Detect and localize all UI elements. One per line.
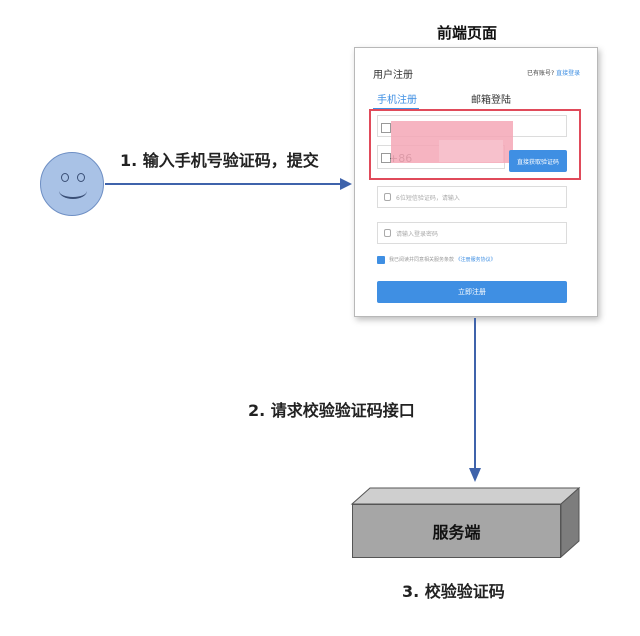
password-input[interactable]: 请输入登录密码 bbox=[377, 222, 567, 244]
login-hint: 已有账号? 直接登录 bbox=[527, 68, 580, 77]
server-box-side bbox=[560, 486, 580, 559]
agreement-text: 我已阅读并同意相关服务条款 《注册服务协议》 bbox=[389, 256, 496, 263]
redaction-mark-secondary bbox=[439, 140, 503, 162]
step-2-label: 2. 请求校验验证码接口 bbox=[248, 401, 415, 420]
frontend-title: 前端页面 bbox=[437, 24, 498, 42]
smile-mouth bbox=[59, 183, 87, 199]
register-button[interactable]: 立即注册 bbox=[377, 281, 567, 303]
login-hint-text: 已有账号? bbox=[527, 70, 555, 77]
arrow-head-down-icon bbox=[469, 468, 481, 482]
step-3-label: 3. 校验验证码 bbox=[402, 582, 505, 601]
agreement-link[interactable]: 《注册服务协议》 bbox=[455, 257, 496, 263]
sms-placeholder: 6位短信验证码，请输入 bbox=[396, 195, 460, 202]
captcha-checkbox[interactable] bbox=[381, 153, 391, 163]
server-box-front: 服务端 bbox=[352, 504, 561, 558]
server-label: 服务端 bbox=[432, 523, 481, 542]
tab-phone-register[interactable]: 手机注册 bbox=[377, 95, 417, 106]
login-link[interactable]: 直接登录 bbox=[556, 70, 581, 77]
frontend-page-card: 用户注册 已有账号? 直接登录 手机注册 邮箱登陆 +86 直接获取验证码 6位… bbox=[354, 47, 598, 317]
highlight-box bbox=[369, 109, 581, 180]
arrow-user-to-frontend bbox=[105, 183, 342, 185]
tab-email-login[interactable]: 邮箱登陆 bbox=[471, 95, 511, 106]
arrow-frontend-to-server bbox=[474, 318, 476, 470]
lock-icon bbox=[384, 193, 391, 201]
password-placeholder: 请输入登录密码 bbox=[396, 231, 439, 238]
left-eye bbox=[61, 173, 69, 182]
phone-checkbox[interactable] bbox=[381, 123, 391, 133]
right-eye bbox=[77, 173, 85, 182]
form-title: 用户注册 bbox=[373, 70, 413, 81]
server-box-top bbox=[350, 487, 581, 505]
sms-code-input[interactable]: 6位短信验证码，请输入 bbox=[377, 186, 567, 208]
agreement-label: 我已阅读并同意相关服务条款 bbox=[389, 257, 455, 263]
user-smiley-icon bbox=[40, 152, 104, 216]
agreement-checkbox[interactable] bbox=[377, 256, 385, 264]
server-box-3d bbox=[350, 486, 581, 559]
step-1-label: 1. 输入手机号验证码，提交 bbox=[120, 151, 319, 170]
arrow-head-right-icon bbox=[340, 178, 352, 190]
lock-icon bbox=[384, 229, 391, 237]
send-code-button[interactable]: 直接获取验证码 bbox=[509, 150, 567, 172]
